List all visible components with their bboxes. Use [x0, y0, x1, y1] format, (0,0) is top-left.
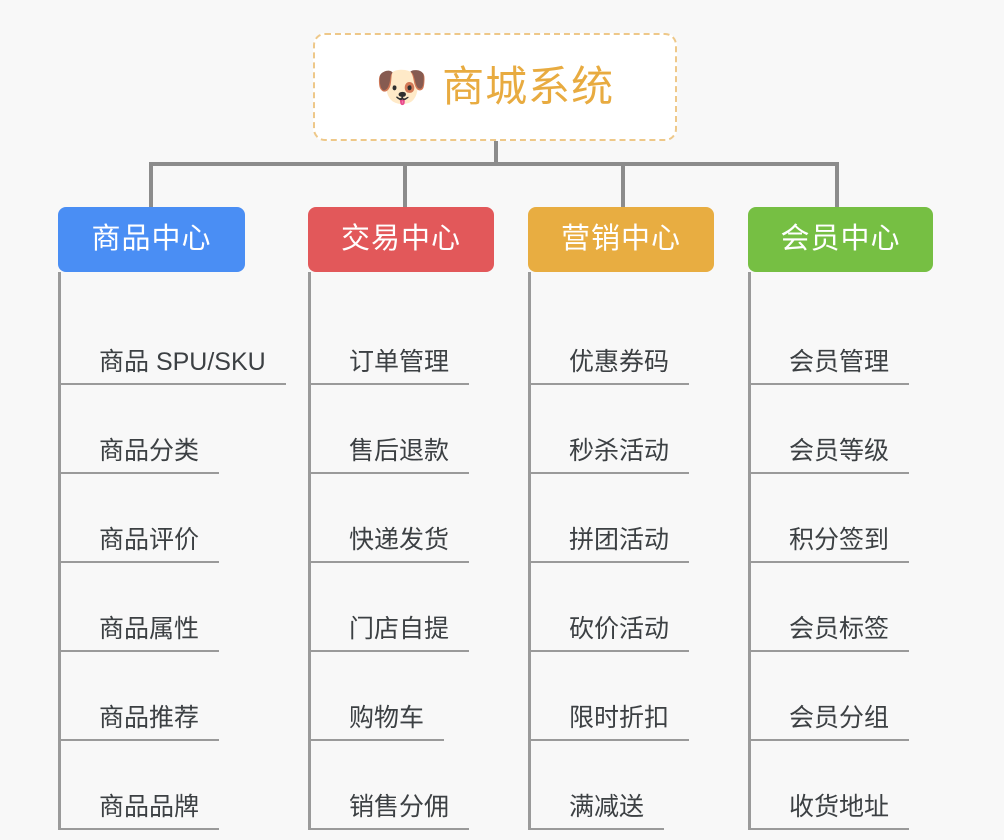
- category-label: 会员中心: [780, 223, 901, 255]
- category-header-member-center[interactable]: 会员中心: [748, 207, 933, 272]
- list-item[interactable]: 订单管理: [308, 296, 494, 385]
- connector-drop-member-center: [835, 162, 839, 209]
- list-item-label: 秒杀活动: [569, 436, 670, 465]
- list-item[interactable]: 会员分组: [748, 652, 933, 741]
- list-item[interactable]: 商品评价: [58, 474, 286, 563]
- list-item-label: 会员标签: [789, 614, 890, 643]
- list-item-label: 订单管理: [349, 347, 450, 376]
- branch-marketing-center: 营销中心 优惠券码 秒杀活动 拼团活动 砍价活动 限时折扣 满减送: [528, 207, 714, 830]
- list-item[interactable]: 会员等级: [748, 385, 933, 474]
- list-item-label: 门店自提: [349, 614, 450, 643]
- connector-drop-trade-center: [403, 162, 407, 209]
- list-item-label: 会员分组: [789, 703, 890, 732]
- connector-root-stem: [494, 141, 498, 165]
- list-item-label: 商品评价: [99, 525, 200, 554]
- branch-product-center: 商品中心 商品 SPU/SKU 商品分类 商品评价 商品属性 商品推荐 商品品牌: [58, 207, 286, 830]
- category-header-marketing-center[interactable]: 营销中心: [528, 207, 714, 272]
- branch-spine: [748, 272, 751, 830]
- list-item-label: 优惠券码: [569, 347, 670, 376]
- list-item-label: 收货地址: [789, 792, 890, 821]
- child-list-marketing-center: 优惠券码 秒杀活动 拼团活动 砍价活动 限时折扣 满减送: [528, 272, 714, 830]
- branch-member-center: 会员中心 会员管理 会员等级 积分签到 会员标签 会员分组 收货地址: [748, 207, 933, 830]
- list-item-label: 商品分类: [99, 436, 200, 465]
- list-item[interactable]: 满减送: [528, 741, 714, 830]
- category-label: 营销中心: [560, 223, 681, 255]
- list-item-label: 会员等级: [789, 436, 890, 465]
- child-list-trade-center: 订单管理 售后退款 快递发货 门店自提 购物车 销售分佣: [308, 272, 494, 830]
- list-item[interactable]: 快递发货: [308, 474, 494, 563]
- list-item[interactable]: 商品品牌: [58, 741, 286, 830]
- list-item-label: 商品推荐: [99, 703, 200, 732]
- list-item[interactable]: 销售分佣: [308, 741, 494, 830]
- list-item[interactable]: 售后退款: [308, 385, 494, 474]
- list-item[interactable]: 商品 SPU/SKU: [58, 296, 286, 385]
- list-item[interactable]: 商品属性: [58, 563, 286, 652]
- child-list-product-center: 商品 SPU/SKU 商品分类 商品评价 商品属性 商品推荐 商品品牌: [58, 272, 286, 830]
- list-item-label: 会员管理: [789, 347, 890, 376]
- category-label: 商品中心: [91, 223, 212, 255]
- list-item[interactable]: 秒杀活动: [528, 385, 714, 474]
- list-item-label: 销售分佣: [349, 792, 450, 821]
- branch-spine: [58, 272, 61, 830]
- list-item[interactable]: 购物车: [308, 652, 494, 741]
- list-item[interactable]: 砍价活动: [528, 563, 714, 652]
- list-item[interactable]: 会员管理: [748, 296, 933, 385]
- list-item[interactable]: 商品分类: [58, 385, 286, 474]
- list-item-label: 拼团活动: [569, 525, 670, 554]
- connector-drop-product-center: [149, 162, 153, 209]
- list-item-label: 购物车: [349, 703, 425, 732]
- child-list-member-center: 会员管理 会员等级 积分签到 会员标签 会员分组 收货地址: [748, 272, 933, 830]
- list-item-label: 商品 SPU/SKU: [99, 347, 266, 376]
- list-item[interactable]: 拼团活动: [528, 474, 714, 563]
- category-header-product-center[interactable]: 商品中心: [58, 207, 245, 272]
- connector-horizontal-bar: [149, 162, 839, 166]
- list-item[interactable]: 商品推荐: [58, 652, 286, 741]
- connector-drop-marketing-center: [621, 162, 625, 209]
- list-item-label: 售后退款: [349, 436, 450, 465]
- list-item-label: 限时折扣: [569, 703, 670, 732]
- list-item[interactable]: 优惠券码: [528, 296, 714, 385]
- list-item-label: 商品属性: [99, 614, 200, 643]
- branch-spine: [308, 272, 311, 830]
- branch-trade-center: 交易中心 订单管理 售后退款 快递发货 门店自提 购物车 销售分佣: [308, 207, 494, 830]
- list-item-label: 快递发货: [349, 525, 450, 554]
- branch-spine: [528, 272, 531, 830]
- root-node[interactable]: 🐶 商城系统: [313, 33, 677, 141]
- list-item-label: 商品品牌: [99, 792, 200, 821]
- category-label: 交易中心: [340, 223, 461, 255]
- root-title: 商城系统: [442, 62, 615, 110]
- list-item[interactable]: 会员标签: [748, 563, 933, 652]
- list-item[interactable]: 门店自提: [308, 563, 494, 652]
- list-item[interactable]: 收货地址: [748, 741, 933, 830]
- list-item[interactable]: 限时折扣: [528, 652, 714, 741]
- list-item-label: 砍价活动: [569, 614, 670, 643]
- list-item-label: 满减送: [569, 792, 645, 821]
- dog-face-icon: 🐶: [375, 63, 429, 110]
- category-header-trade-center[interactable]: 交易中心: [308, 207, 494, 272]
- list-item-label: 积分签到: [789, 525, 890, 554]
- list-item[interactable]: 积分签到: [748, 474, 933, 563]
